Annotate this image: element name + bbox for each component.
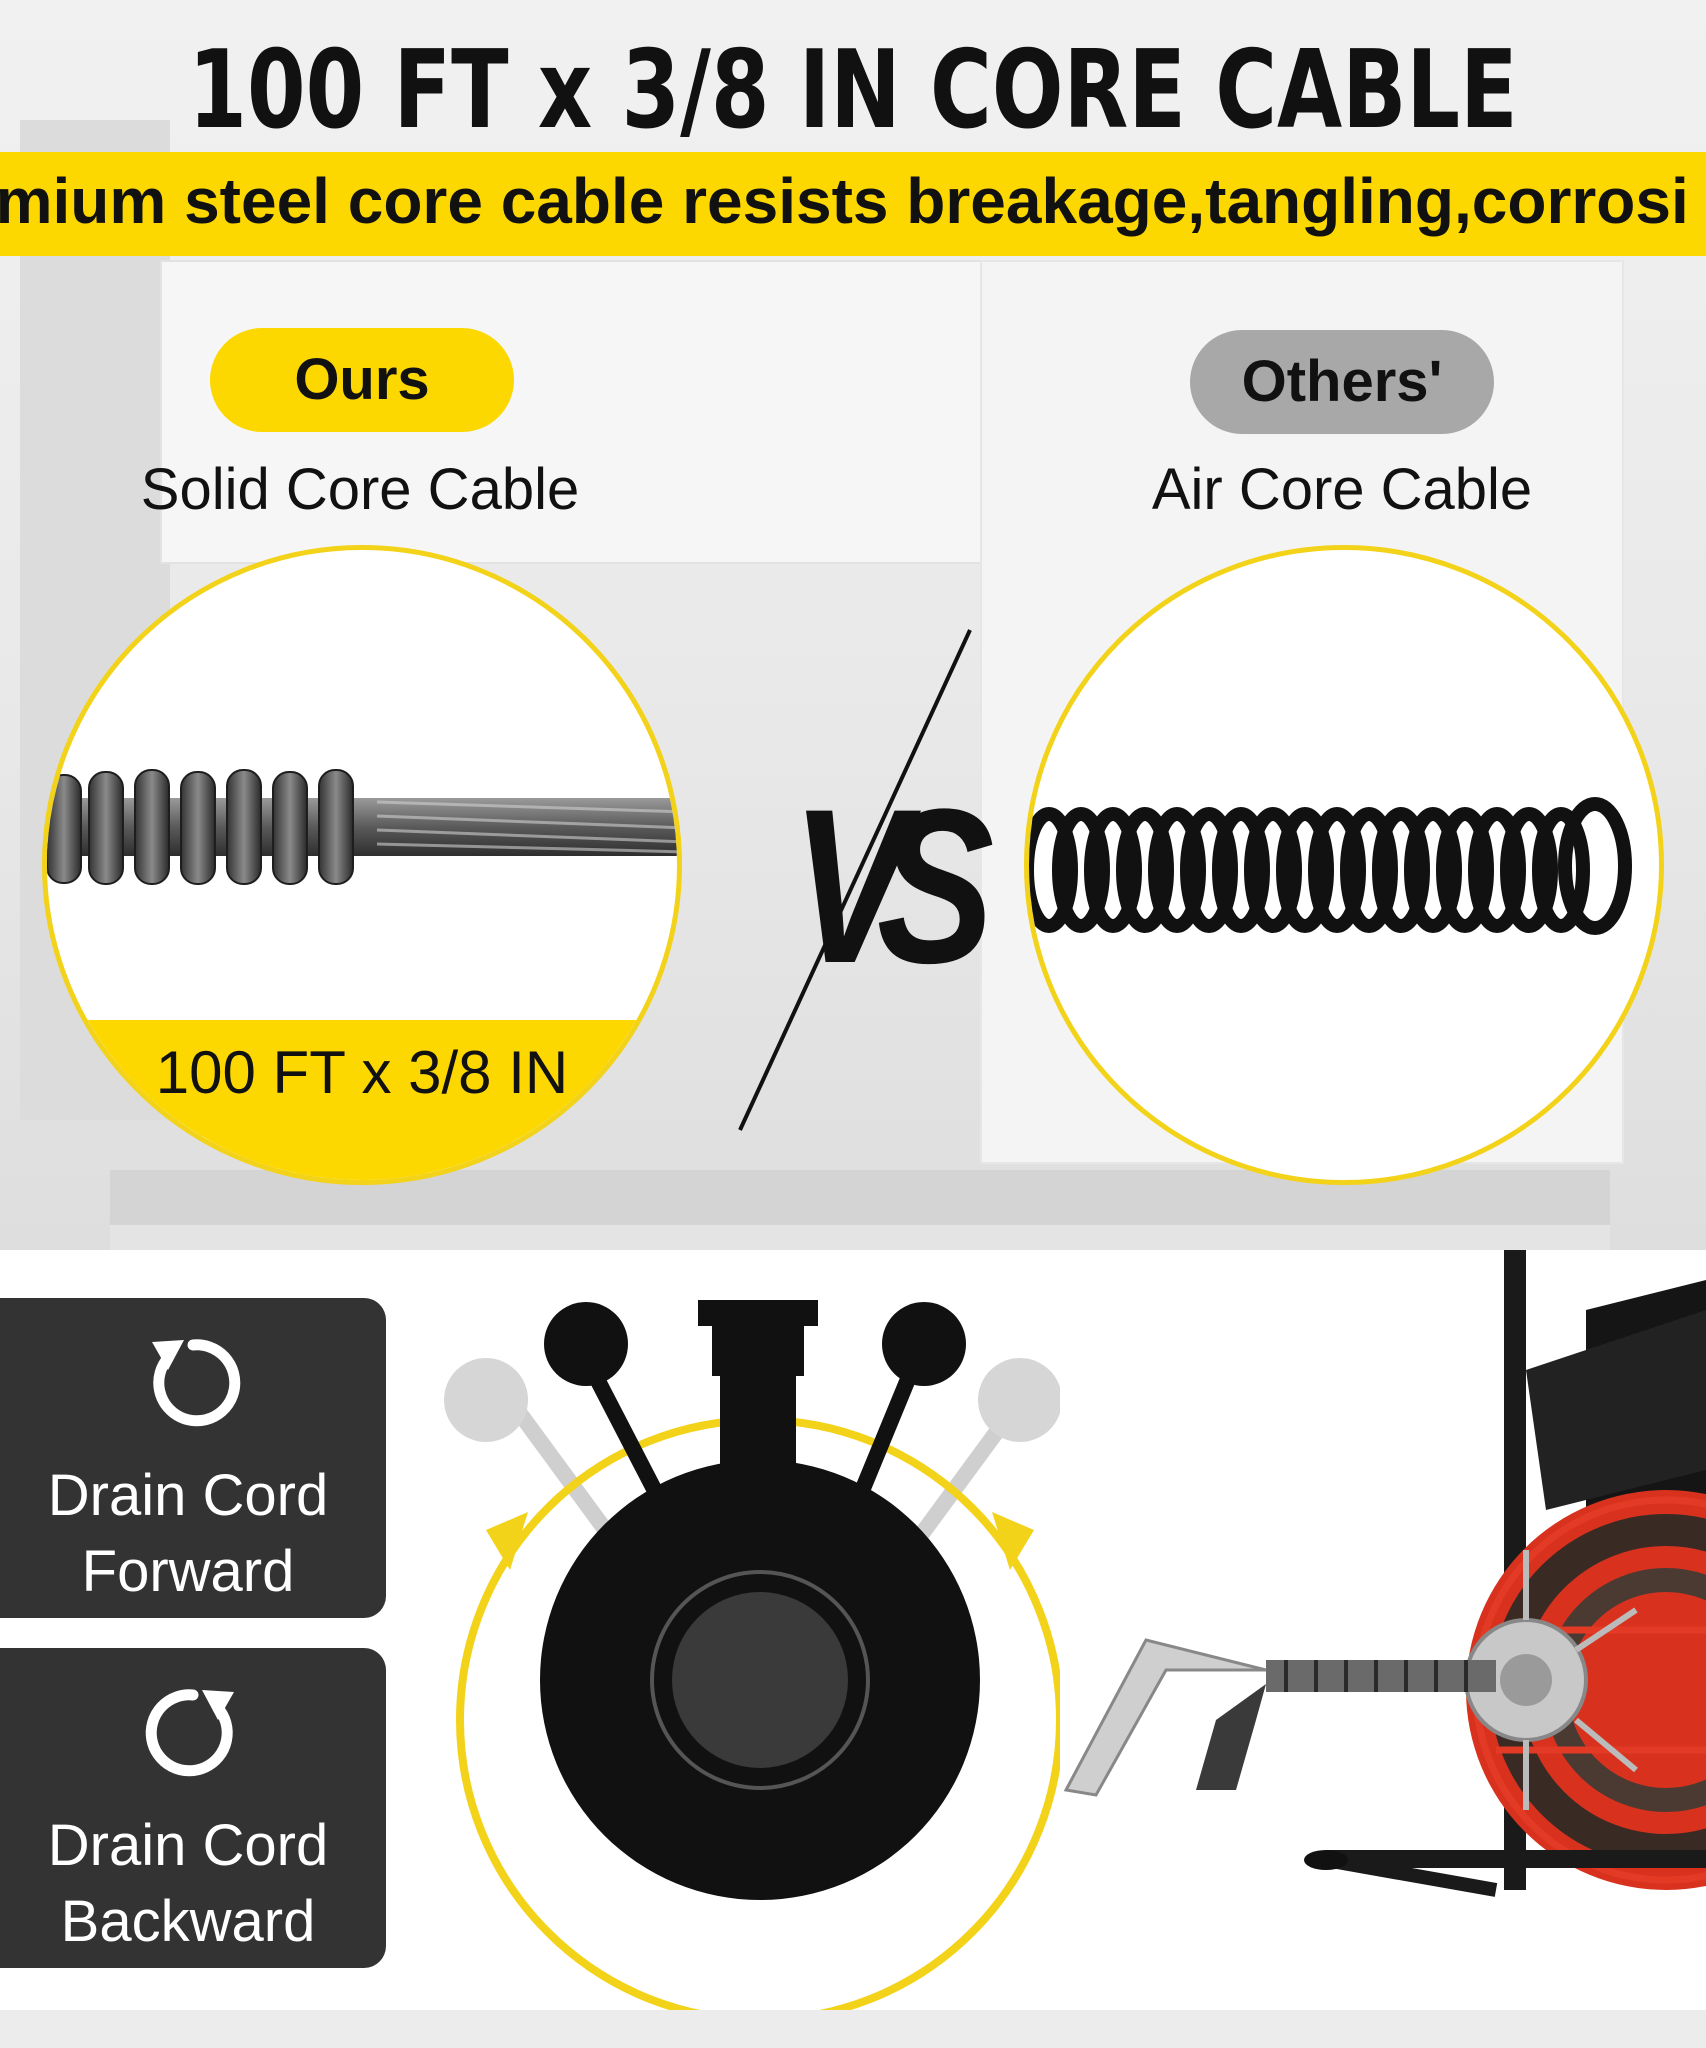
size-band: 100 FT x 3/8 IN bbox=[47, 1020, 677, 1180]
forward-label-line2: Forward bbox=[81, 1539, 295, 1604]
backward-label-line2: Backward bbox=[60, 1889, 316, 1954]
air-core-cable-circle bbox=[1024, 545, 1664, 1185]
forward-label-line1: Drain Cord bbox=[47, 1463, 329, 1528]
rotate-clockwise-icon bbox=[145, 1689, 234, 1777]
solid-core-cable-image bbox=[47, 769, 677, 885]
drain-machine-illustration bbox=[1063, 1250, 1706, 1897]
headline: 100 FT x 3/8 IN CORE CABLE bbox=[188, 28, 1518, 153]
air-core-cable-image bbox=[1029, 797, 1632, 935]
others-badge-label: Others' bbox=[1241, 349, 1443, 414]
rotate-counterclockwise-icon bbox=[152, 1339, 241, 1427]
bottom-strip bbox=[0, 2010, 1706, 2048]
ours-badge: Ours bbox=[210, 328, 514, 432]
size-label: 100 FT x 3/8 IN bbox=[155, 1039, 569, 1106]
background-cabinet-lower bbox=[110, 1225, 1610, 1250]
comparison-section: 100 FT x 3/8 IN CORE CABLE emium steel c… bbox=[0, 0, 1706, 1250]
foot-switch-illustration bbox=[444, 1300, 1060, 2024]
ours-badge-label: Ours bbox=[294, 347, 430, 412]
vs-divider-line bbox=[738, 629, 972, 1131]
solid-core-cable-circle: 100 FT x 3/8 IN bbox=[42, 545, 682, 1185]
backward-control-panel[interactable]: Drain Cord Backward bbox=[0, 1648, 386, 1968]
others-badge: Others' bbox=[1190, 330, 1494, 434]
solid-core-caption: Solid Core Cable bbox=[140, 457, 580, 522]
air-core-caption: Air Core Cable bbox=[1151, 457, 1533, 522]
feature-banner-text: emium steel core cable resists breakage,… bbox=[0, 165, 1689, 237]
vs-label: VS bbox=[791, 763, 994, 1009]
feature-banner: emium steel core cable resists breakage,… bbox=[0, 152, 1706, 256]
backward-label-line1: Drain Cord bbox=[47, 1813, 329, 1878]
forward-control-panel[interactable]: Drain Cord Forward bbox=[0, 1298, 386, 1618]
